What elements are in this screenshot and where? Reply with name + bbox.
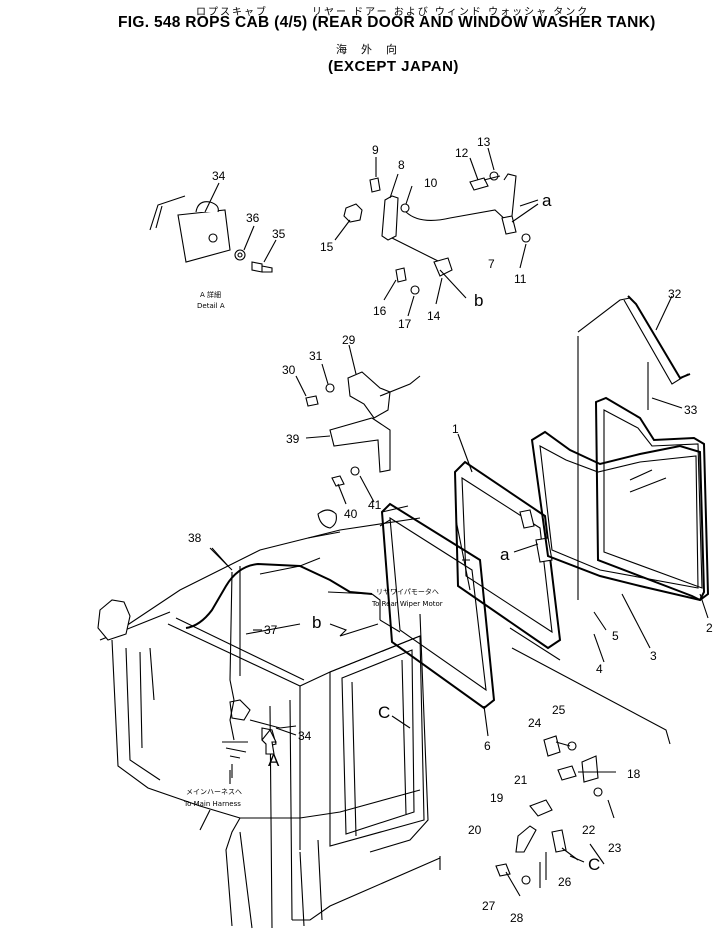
leader-lines: [211, 433, 709, 737]
part-13: 13: [477, 135, 491, 149]
wiper-motor: [295, 344, 421, 505]
header: ロプスキャブ リヤー ドアー および ウィンド ウォッシャ タンク FIG. 5…: [0, 0, 716, 80]
ref-a-mid: a: [500, 545, 510, 564]
ref-b-mid: b: [312, 613, 321, 632]
part-32: 32: [668, 287, 682, 301]
part-22: 22: [582, 823, 596, 837]
note-main-harness-en: To Main Harness: [183, 800, 241, 808]
part-16: 16: [373, 304, 387, 318]
ref-a-top: a: [542, 191, 552, 210]
rear-door-frame: [379, 460, 562, 710]
ref-c-mid: C: [378, 703, 390, 722]
subtitle-en: (EXCEPT JAPAN): [328, 58, 459, 75]
part-35: 35: [272, 227, 286, 241]
part-25: 25: [552, 703, 566, 717]
figure-title: FIG. 548 ROPS CAB (4/5) (REAR DOOR AND W…: [118, 14, 656, 31]
part-6: 6: [484, 739, 491, 753]
part-40: 40: [344, 507, 358, 521]
part-34-bottom: 34: [298, 729, 312, 743]
rear-window: [530, 396, 710, 602]
note-rear-wiper-jp: リヤワイパモータへ: [376, 587, 439, 596]
ref-A: A: [268, 751, 280, 770]
part-5: 5: [612, 629, 619, 643]
part-20: 20: [468, 823, 482, 837]
part-2: 2: [706, 621, 713, 635]
part-31: 31: [309, 349, 323, 363]
part-17: 17: [398, 317, 412, 331]
part-30: 30: [282, 363, 296, 377]
part-27: 27: [482, 899, 496, 913]
part-37: 37: [264, 623, 278, 637]
title-jp-left: ロプスキャブ: [196, 7, 268, 18]
part-7: 7: [488, 257, 495, 271]
part-34-top: 34: [212, 169, 226, 183]
part-8: 8: [398, 158, 405, 172]
part-38: 38: [188, 531, 202, 545]
ref-b-top: b: [474, 291, 483, 310]
washer-tank-detail: A 詳細 Detail A: [149, 182, 277, 310]
reference-letters: a b a b C C A: [261, 191, 600, 874]
part-28: 28: [510, 911, 524, 925]
part-23: 23: [608, 841, 622, 855]
part-29: 29: [342, 333, 356, 347]
part-4: 4: [596, 662, 603, 676]
part-14: 14: [427, 309, 441, 323]
ref-c-bottom: C: [588, 855, 600, 874]
part-41: 41: [368, 498, 382, 512]
note-main-harness-jp: メインハーネスへ: [186, 788, 242, 796]
part-33: 33: [684, 403, 698, 417]
detail-a-jp: A 詳細: [200, 290, 221, 299]
part-9: 9: [372, 143, 379, 157]
detail-a-en: Detail A: [197, 302, 225, 310]
part-3: 3: [650, 649, 657, 663]
part-19: 19: [490, 791, 504, 805]
note-rear-wiper-en: To Rear Wiper Motor: [371, 600, 443, 608]
part-36: 36: [246, 211, 260, 225]
part-1: 1: [452, 422, 459, 436]
part-26: 26: [558, 875, 572, 889]
part-12: 12: [455, 146, 469, 160]
wiring-harness: [185, 547, 401, 778]
hinge-assembly: [334, 147, 539, 317]
part-39: 39: [286, 432, 300, 446]
door-latch: [495, 647, 671, 897]
part-10: 10: [424, 176, 438, 190]
part-15: 15: [320, 240, 334, 254]
wiper-arm: [577, 295, 691, 600]
title-jp-right: リヤー ドアー および ウィンド ウォッシャ タンク: [312, 7, 590, 18]
harness-notes: リヤワイパモータへ To Rear Wiper Motor メインハーネスへ T…: [183, 587, 443, 831]
part-11: 11: [514, 272, 527, 286]
part-24: 24: [528, 716, 542, 730]
subtitle-jp: 海外向: [336, 43, 411, 56]
part-18: 18: [627, 767, 641, 781]
part-21: 21: [514, 773, 528, 787]
part-numbers: 1 2 3 4 5 6 7 8 9 10 11 12 13 14 15 16 1…: [188, 135, 713, 925]
